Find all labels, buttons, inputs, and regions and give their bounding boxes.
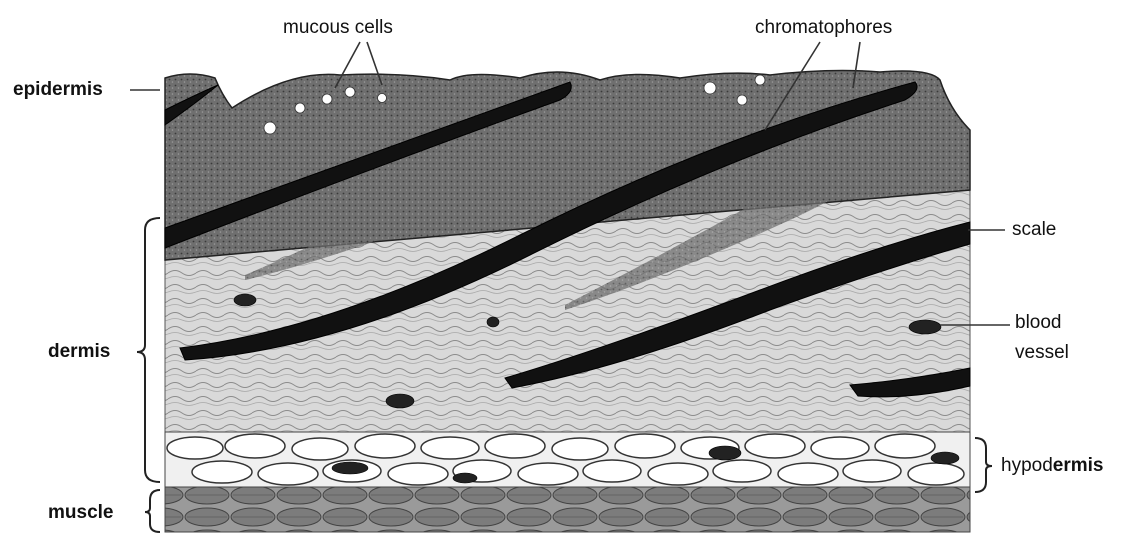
mucous-cells-label: mucous cells <box>283 18 393 37</box>
scale-label: scale <box>1012 220 1056 239</box>
muscle-tissue <box>165 487 970 532</box>
dermis-bracket <box>137 218 160 482</box>
hypodermis-label-part2: ermis <box>1053 455 1104 476</box>
hypodermis-label: hypodermis <box>1001 456 1103 475</box>
muscle-label: muscle <box>48 503 113 522</box>
epidermis-label: epidermis <box>13 80 103 99</box>
dermis-label: dermis <box>48 342 110 361</box>
hypodermis-tissue <box>165 432 970 487</box>
hypodermis-label-part1: hypod <box>1001 455 1053 476</box>
blood-label: blood <box>1015 313 1062 332</box>
muscle-bracket <box>145 490 160 532</box>
hypodermis-bracket <box>975 438 992 492</box>
vessel-label: vessel <box>1015 343 1069 362</box>
chromatophores-label: chromatophores <box>755 18 892 37</box>
